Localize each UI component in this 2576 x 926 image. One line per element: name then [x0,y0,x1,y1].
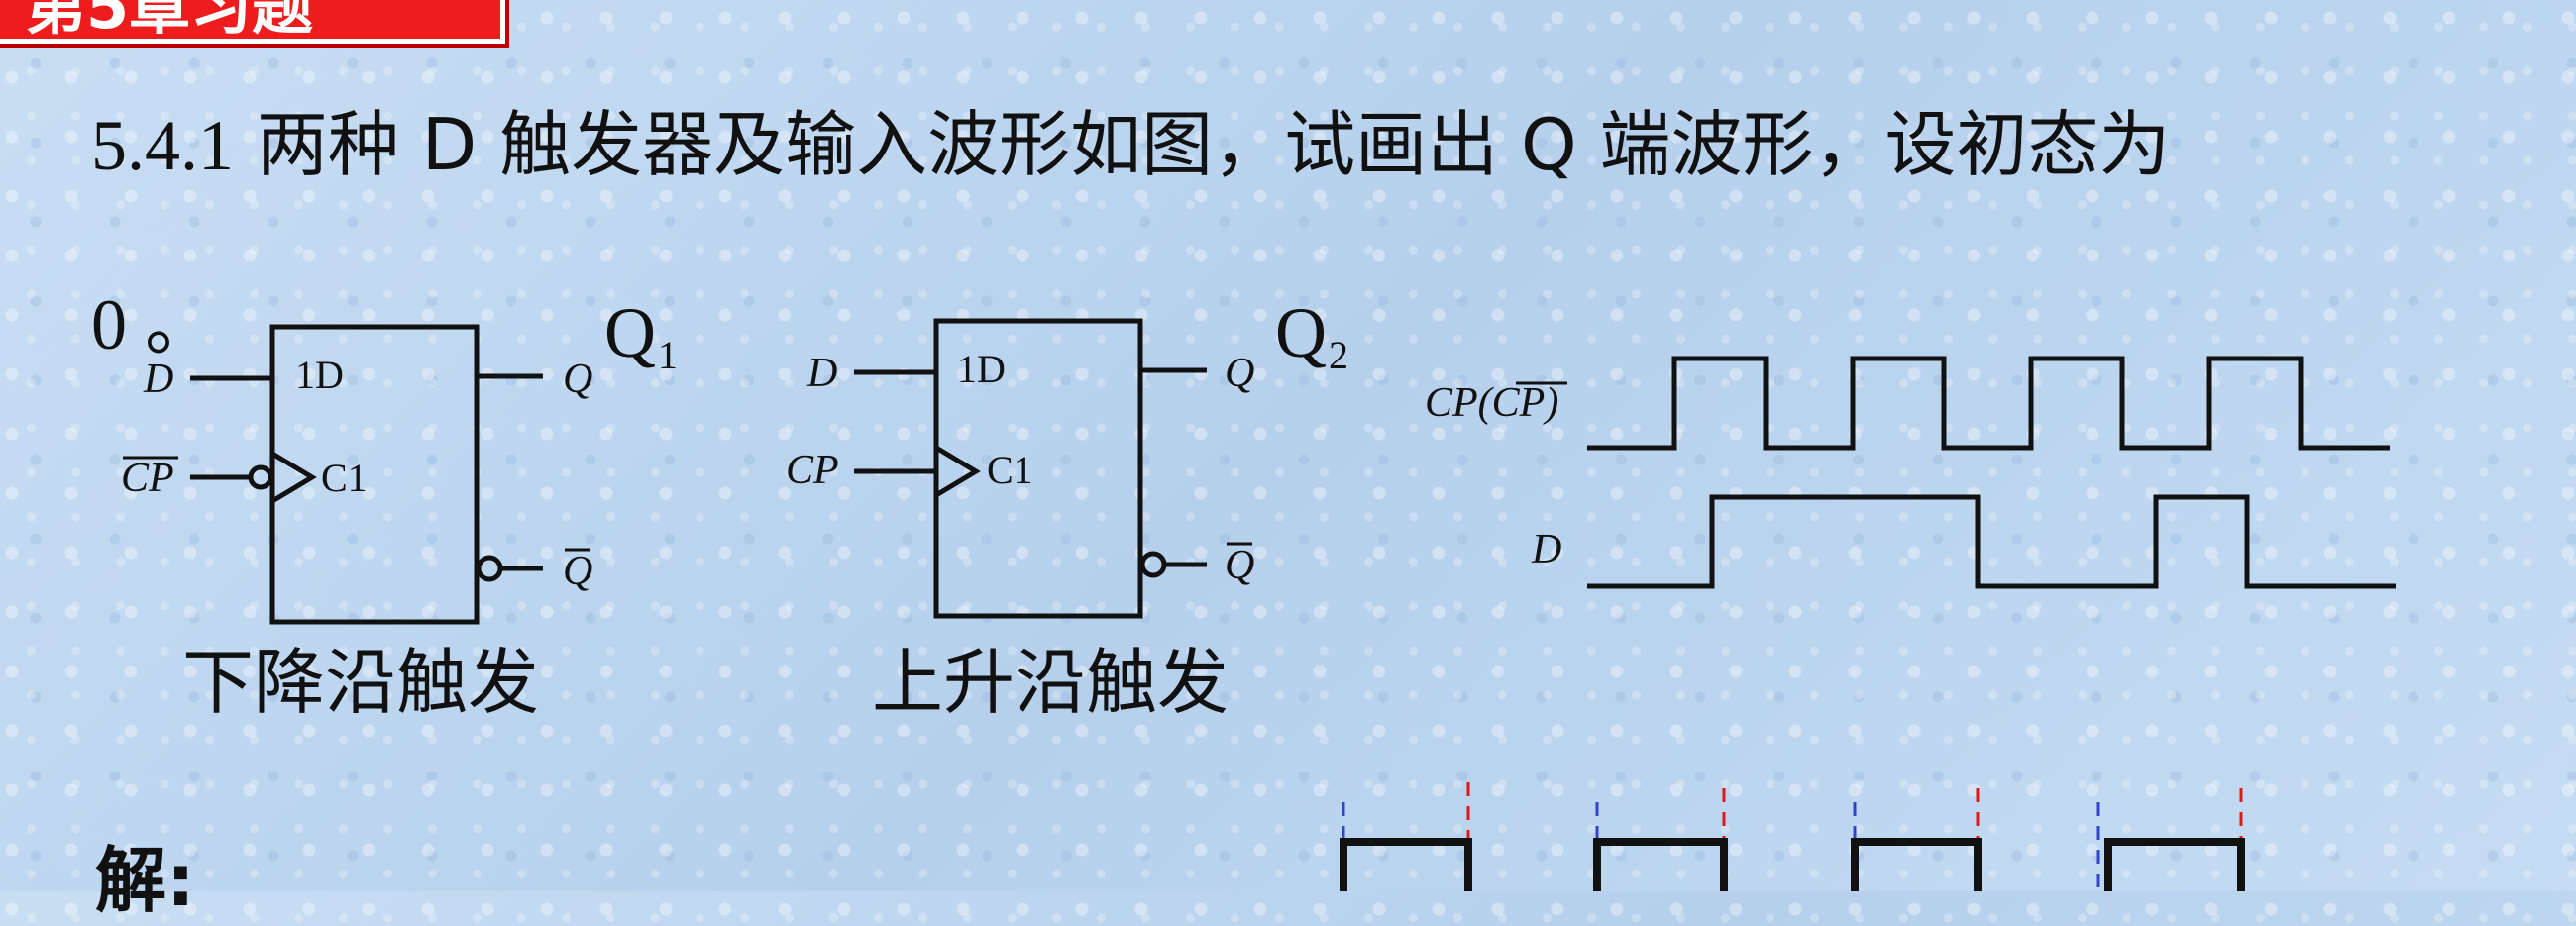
clock-inversion-bubble [248,464,273,490]
clock-label: CP(CP) [1425,380,1558,426]
ff2-inner-d-label: 1D [957,347,1006,391]
chapter-title-badge: 第5章习题 [0,0,509,48]
ff1-qbar-output-label: Q [563,549,592,594]
ff1-output-subscript: 1 [658,333,678,377]
solution-label: 解: [95,839,195,922]
flipflop-1 [190,324,543,625]
ff1-q-output-label: Q [563,357,592,402]
flipflop-2 [854,318,1207,619]
ff2-inner-clk-label: C1 [987,448,1033,492]
qbar-inversion-bubble [476,555,503,582]
ff2-caption: 上升沿触发 [872,641,1230,724]
problem-number: 5.4.1 [91,106,234,185]
circuit-diagram: D CP 1D C1 Q Q Q 1 D CP 1D C1 Q Q Q 2 CP… [121,293,2396,891]
data-waveform [1587,494,2396,589]
ff2-clk-input-label: CP [786,448,839,493]
ff2-output-subscript: 2 [1329,333,1348,377]
ff1-inner-d-label: 1D [295,353,344,397]
problem-continuation: 0 。 [91,285,217,364]
ff2-d-input-label: D [806,351,837,396]
problem-statement: 5.4.1 两种 D 触发器及输入波形如图，试画出 Q 端波形，设初态为 [91,109,2171,181]
ff1-clk-input-label: CP [121,456,174,501]
data-label: D [1531,527,1561,572]
clock-waveform [1587,356,2390,451]
ff1-d-input-label: D [143,357,173,402]
ff2-qbar-output-label: Q [1225,543,1254,588]
flipflop-2-body [933,318,1143,619]
qbar-inversion-bubble [1139,551,1167,578]
ff2-output-name: Q [1275,293,1327,372]
ff1-caption: 下降沿触发 [182,641,540,724]
ff1-inner-clk-label: C1 [321,456,368,500]
problem-text: 两种 D 触发器及输入波形如图，试画出 Q 端波形，设初态为 [256,103,2171,186]
ff1-output-name: Q [604,293,656,372]
solution-timing-diagram [1340,782,2245,891]
ff2-q-output-label: Q [1225,351,1254,396]
